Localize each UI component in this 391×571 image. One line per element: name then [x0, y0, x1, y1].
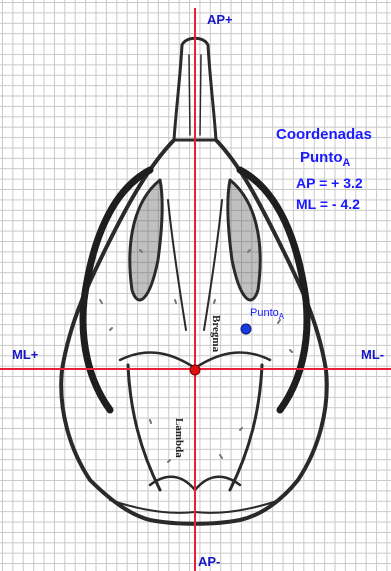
ml-coordinate: ML = - 4.2 — [296, 196, 360, 212]
bregma-label: Bregma — [210, 315, 222, 353]
ap-coordinate: AP = + 3.2 — [296, 175, 363, 191]
ml-minus-label: ML- — [361, 348, 384, 361]
point-a-marker — [241, 324, 251, 334]
point-a-label: PuntoA — [250, 307, 284, 321]
ap-plus-label: AP+ — [207, 13, 233, 26]
ap-minus-label: AP- — [198, 555, 220, 568]
point-a-subscript: A — [279, 312, 284, 321]
origin-marker — [190, 365, 200, 375]
lambda-label: Lambda — [173, 418, 185, 458]
info-point-label: Punto — [300, 149, 343, 166]
coordinates-title: Coordenadas — [276, 126, 372, 143]
point-a-name: Punto — [250, 307, 279, 319]
ml-plus-label: ML+ — [12, 348, 38, 361]
info-point-name: PuntoA — [300, 149, 350, 169]
info-point-subscript: A — [343, 157, 351, 169]
